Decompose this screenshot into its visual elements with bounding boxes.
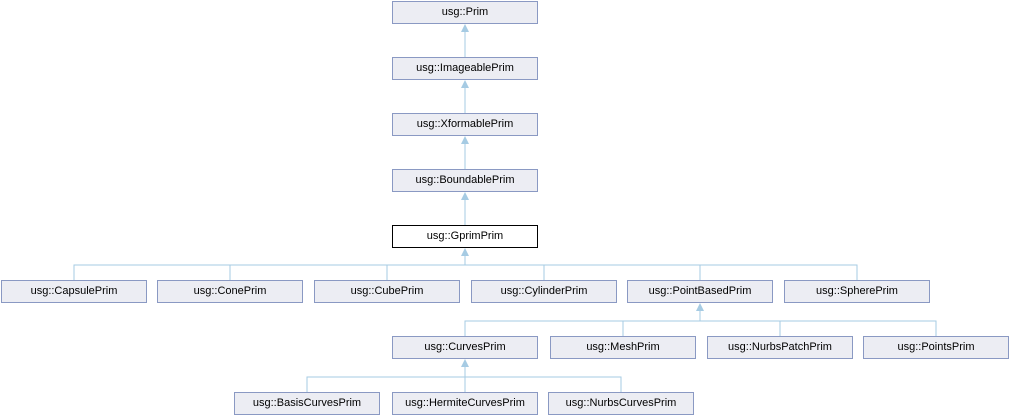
arrowhead-icon: [696, 303, 704, 311]
node-usg-boundable-prim[interactable]: usg::BoundablePrim: [392, 169, 538, 192]
edge-lines: [73, 31, 937, 392]
edge-line: [306, 376, 622, 392]
node-usg-cone-prim[interactable]: usg::ConePrim: [157, 280, 303, 303]
edge-line: [464, 320, 937, 336]
edge-arrowheads: [461, 24, 704, 367]
node-usg-sphere-prim[interactable]: usg::SpherePrim: [784, 280, 930, 303]
node-usg-xformable-prim[interactable]: usg::XformablePrim: [392, 113, 538, 136]
node-usg-basis-curves-prim[interactable]: usg::BasisCurvesPrim: [234, 392, 380, 415]
arrowhead-icon: [461, 24, 469, 32]
node-usg-cube-prim[interactable]: usg::CubePrim: [314, 280, 460, 303]
node-usg-nurbs-curves-prim[interactable]: usg::NurbsCurvesPrim: [548, 392, 694, 415]
node-usg-nurbs-patch-prim[interactable]: usg::NurbsPatchPrim: [707, 336, 853, 359]
node-usg-gprim-prim-current: usg::GprimPrim: [392, 225, 538, 248]
node-usg-point-based-prim[interactable]: usg::PointBasedPrim: [627, 280, 773, 303]
arrowhead-icon: [461, 359, 469, 367]
arrowhead-icon: [461, 80, 469, 88]
arrowhead-icon: [461, 248, 469, 256]
node-usg-mesh-prim[interactable]: usg::MeshPrim: [550, 336, 696, 359]
node-usg-cylinder-prim[interactable]: usg::CylinderPrim: [471, 280, 617, 303]
node-usg-prim[interactable]: usg::Prim: [392, 1, 538, 24]
node-usg-imageable-prim[interactable]: usg::ImageablePrim: [392, 57, 538, 80]
arrowhead-icon: [461, 192, 469, 200]
edge-line: [73, 264, 858, 280]
node-usg-hermite-curves-prim[interactable]: usg::HermiteCurvesPrim: [392, 392, 538, 415]
node-usg-curves-prim[interactable]: usg::CurvesPrim: [392, 336, 538, 359]
node-usg-points-prim[interactable]: usg::PointsPrim: [863, 336, 1009, 359]
node-usg-capsule-prim[interactable]: usg::CapsulePrim: [1, 280, 147, 303]
arrowhead-icon: [461, 136, 469, 144]
